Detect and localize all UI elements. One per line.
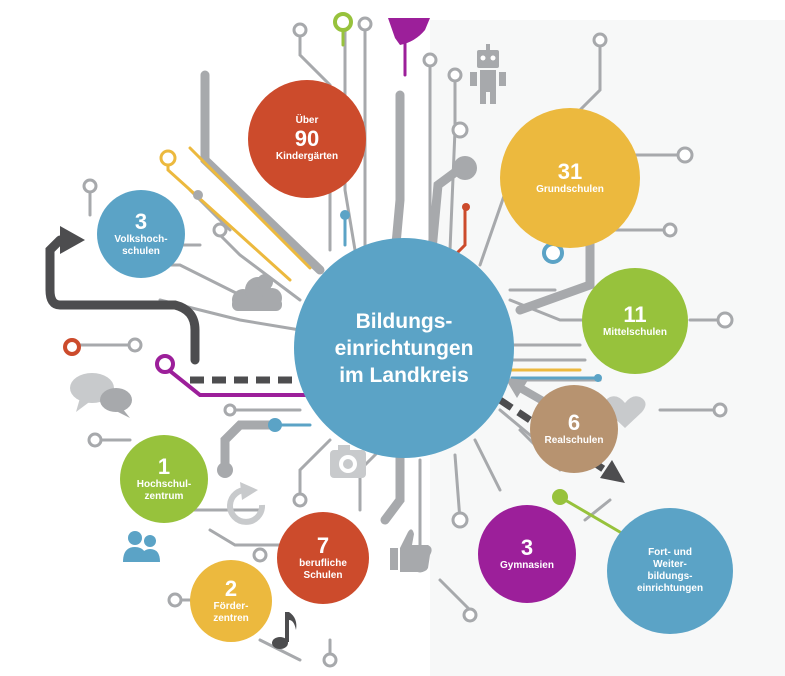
dot-gray-4 (217, 462, 233, 478)
node-label: Gymnasien (500, 560, 554, 571)
node-number: 7 (316, 533, 330, 558)
node-prefix: Über (295, 115, 319, 126)
center-title: Bildungs- einrichtungen im Landkreis (334, 309, 474, 387)
node-berufliche-schulen: 7 berufliche Schulen (277, 512, 369, 604)
thumbs-up-icon (390, 529, 432, 572)
left-arrow-head (60, 226, 85, 254)
node-label: Förder- zentren (213, 601, 249, 624)
node-label: berufliche Schulen (299, 558, 347, 581)
node-fortbildung: Fort- und Weiter- bildungs- einrichtunge… (607, 508, 733, 634)
dot-blue-3 (594, 374, 602, 382)
node-number: 11 (623, 302, 647, 327)
cloud-icon (232, 274, 282, 311)
node-realschulen: 6 Realschulen (530, 385, 618, 473)
ring-red (63, 338, 81, 356)
ring-yellow (159, 149, 177, 167)
node-hochschulzentrum: 1 Hochschul- zentrum (120, 435, 208, 523)
node-label: Kindergärten (275, 151, 339, 162)
node-number: 31 (557, 159, 583, 184)
dot-blue (340, 210, 350, 220)
node-number: 6 (567, 410, 581, 435)
node-kindergarten: Über 90 Kindergärten (248, 80, 366, 198)
left-return-arrow (45, 235, 200, 365)
node-number: 3 (134, 209, 148, 234)
node-label: Hochschul- zentrum (136, 479, 192, 502)
node-label: Volkshoch- schulen (114, 234, 168, 257)
node-label: Grundschulen (536, 184, 604, 195)
dot-gray-large (453, 156, 477, 180)
dot-blue-2 (268, 418, 282, 432)
node-label: Fort- und Weiter- bildungs- einrichtunge… (636, 547, 704, 594)
camera-icon (330, 445, 366, 478)
center-bubble: Bildungs- einrichtungen im Landkreis (294, 238, 514, 458)
node-volkshochschulen: 3 Volkshoch- schulen (97, 190, 185, 278)
refresh-arrow-icon (240, 482, 258, 500)
speech-bubbles-icon (70, 373, 132, 418)
node-gymnasien: 3 Gymnasien (478, 505, 576, 603)
node-number: 90 (294, 126, 320, 151)
robot-icon (470, 44, 506, 104)
dot-red (462, 203, 470, 211)
dot-green (552, 489, 568, 505)
ring-purple (155, 354, 175, 374)
node-grundschulen: 31 Grundschulen (500, 108, 640, 248)
node-mittelschulen: 11 Mittelschulen (582, 268, 688, 374)
node-label: Mittelschulen (603, 327, 667, 338)
node-foerderzentren: 2 Förder- zentren (190, 560, 272, 642)
bottom-right-arrow-head (600, 460, 625, 483)
ring-green (333, 12, 353, 32)
heart-icon (604, 396, 646, 428)
gray-arrow-head (505, 378, 528, 398)
refresh-icon (227, 486, 266, 525)
rocket-icon (388, 18, 430, 45)
thick-connectors (200, 70, 595, 525)
users-icon (123, 531, 160, 562)
dot-gray-1 (193, 190, 203, 200)
node-number: 1 (157, 454, 171, 479)
node-number: 3 (520, 535, 534, 560)
node-number: 2 (224, 576, 238, 601)
music-note-icon (272, 612, 297, 649)
node-label: Realschulen (544, 435, 604, 446)
